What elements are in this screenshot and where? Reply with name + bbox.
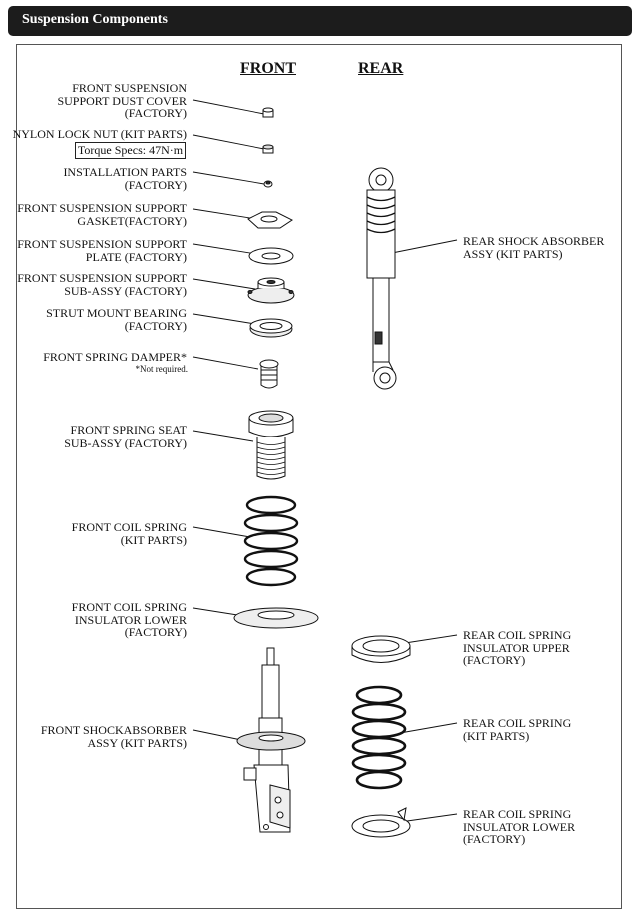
leader-lines bbox=[192, 99, 458, 823]
installation-parts bbox=[263, 180, 273, 188]
support-gasket-part bbox=[247, 211, 293, 229]
strut-bearing-part bbox=[249, 318, 293, 338]
label-front-spring-damper: FRONT SPRING DAMPER* bbox=[43, 350, 187, 364]
label-installation-parts: INSTALLATION PARTS (FACTORY) bbox=[63, 165, 187, 192]
support-plate-part bbox=[248, 247, 294, 265]
label-support-sub-assy: FRONT SUSPENSION SUPPORT SUB-ASSY (FACTO… bbox=[17, 271, 187, 298]
label-rear-coil-spring: REAR COIL SPRING (KIT PARTS) bbox=[463, 716, 572, 743]
spring-damper-part bbox=[259, 359, 279, 389]
label-front-coil-spring: FRONT COIL SPRING (KIT PARTS) bbox=[71, 520, 187, 547]
rear-coil-spring-part bbox=[351, 685, 407, 790]
rear-shock-absorber-part bbox=[366, 167, 397, 390]
page-header: Suspension Components bbox=[8, 6, 632, 36]
label-rear-shock-absorber: REAR SHOCK ABSORBER ASSY (KIT PARTS) bbox=[463, 234, 605, 261]
front-column-heading: FRONT bbox=[240, 60, 296, 77]
label-rear-insulator-lower: REAR COIL SPRING INSULATOR LOWER (FACTOR… bbox=[463, 807, 576, 846]
lock-nut-part bbox=[262, 144, 274, 154]
support-sub-assy-part bbox=[247, 277, 295, 304]
label-front-dust-cover: FRONT SUSPENSION SUPPORT DUST COVER (FAC… bbox=[57, 81, 187, 120]
label-strut-mount-bearing: STRUT MOUNT BEARING (FACTORY) bbox=[46, 306, 187, 333]
torque-spec-box: Torque Specs: 47N·m bbox=[75, 142, 186, 159]
diagram-frame bbox=[16, 44, 622, 909]
rear-insulator-upper-part bbox=[351, 635, 411, 663]
label-front-shock-absorber: FRONT SHOCKABSORBER ASSY (KIT PARTS) bbox=[40, 723, 187, 750]
page-title: Suspension Components bbox=[22, 12, 168, 27]
front-insulator-lower-part bbox=[233, 607, 319, 629]
front-coil-spring-part bbox=[243, 495, 299, 587]
dust-cover-part bbox=[262, 107, 274, 118]
label-front-spring-seat: FRONT SPRING SEAT SUB-ASSY (FACTORY) bbox=[64, 423, 187, 450]
front-shock-absorber-part bbox=[236, 647, 306, 833]
spring-seat-part bbox=[248, 410, 294, 480]
label-support-gasket: FRONT SUSPENSION SUPPORT GASKET(FACTORY) bbox=[17, 201, 187, 228]
label-rear-insulator-upper: REAR COIL SPRING INSULATOR UPPER (FACTOR… bbox=[463, 628, 572, 667]
label-support-plate: FRONT SUSPENSION SUPPORT PLATE (FACTORY) bbox=[17, 237, 187, 264]
rear-column-heading: REAR bbox=[358, 60, 404, 77]
rear-insulator-lower-part bbox=[351, 807, 411, 838]
not-required-note: *Not required. bbox=[135, 364, 188, 374]
label-nylon-lock-nut: NYLON LOCK NUT (KIT PARTS) bbox=[12, 127, 187, 141]
label-front-insulator-lower: FRONT COIL SPRING INSULATOR LOWER (FACTO… bbox=[71, 600, 187, 639]
